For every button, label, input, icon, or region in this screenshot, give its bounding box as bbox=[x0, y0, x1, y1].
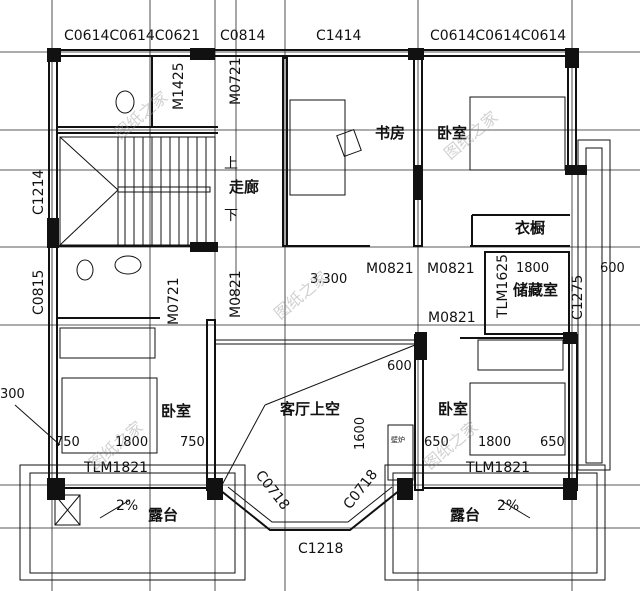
wardrobe-icon bbox=[477, 339, 564, 371]
window-label: C1275 bbox=[570, 275, 586, 320]
dimension-label: 650 bbox=[540, 435, 565, 450]
room-labels: 走廊 上 下 书房 卧室 衣橱 储藏室 卧室 客厅上空 卧室 壁炉 露台 露台 … bbox=[116, 124, 558, 524]
room-label-wardrobe: 衣橱 bbox=[515, 219, 545, 237]
window-label: C1414 bbox=[316, 28, 361, 44]
room-label-corridor: 走廊 bbox=[229, 178, 259, 196]
dimension-label: 600 bbox=[600, 261, 625, 276]
bay-window-inner bbox=[227, 486, 393, 523]
toilet-icon bbox=[115, 90, 135, 114]
dimension-label: 1800 bbox=[115, 435, 148, 450]
stair-down-label: 下 bbox=[224, 208, 238, 224]
room-label-terrace: 露台 bbox=[450, 506, 480, 524]
wardrobe-icon bbox=[59, 327, 156, 359]
dimension-labels: 3.300 1800 600 600 1600 300 750 1800 750… bbox=[0, 261, 625, 450]
window-label: C0614C0614C0614 bbox=[430, 28, 566, 44]
fireplace-icon bbox=[387, 424, 414, 481]
dimension-label: 1600 bbox=[353, 417, 368, 450]
dimension-label: 1800 bbox=[516, 261, 549, 276]
stair-up-label: 上 bbox=[224, 156, 238, 172]
window-label: C0815 bbox=[31, 270, 47, 315]
dimension-label: 750 bbox=[55, 435, 80, 450]
fireplace-label: 壁炉 bbox=[391, 435, 405, 444]
door-label: M0821 bbox=[366, 261, 414, 277]
elevation-label: 3.300 bbox=[310, 272, 347, 287]
door-label: TLM1625 bbox=[495, 254, 511, 319]
room-label-bedroom: 卧室 bbox=[437, 124, 467, 142]
dimension-label: 600 bbox=[387, 359, 412, 374]
room-label-terrace: 露台 bbox=[148, 506, 178, 524]
window-label: C0718 bbox=[252, 468, 293, 514]
terrace-left bbox=[19, 464, 246, 581]
room-label-living-void: 客厅上空 bbox=[279, 400, 340, 418]
staircase bbox=[59, 136, 216, 246]
door-label: TLM1821 bbox=[83, 460, 148, 476]
window-label: C1214 bbox=[31, 170, 47, 215]
room-label-storage: 储藏室 bbox=[513, 281, 558, 299]
dimension-label: 750 bbox=[180, 435, 205, 450]
bed-icon bbox=[469, 382, 566, 456]
room-label-bedroom: 卧室 bbox=[438, 400, 468, 418]
dimension-label: 300 bbox=[0, 387, 25, 402]
door-label: M0821 bbox=[427, 261, 475, 277]
watermark: 图纸之家 bbox=[110, 87, 171, 143]
dimension-label: 650 bbox=[424, 435, 449, 450]
furniture bbox=[59, 90, 566, 481]
door-label: M0821 bbox=[428, 310, 476, 326]
window-label: C0614C0614C0621 bbox=[64, 28, 200, 44]
side-balcony-right bbox=[577, 139, 611, 471]
room-label-study: 书房 bbox=[375, 124, 405, 142]
window-label: C1218 bbox=[298, 541, 343, 557]
bed-icon bbox=[61, 377, 158, 454]
window-label: C0814 bbox=[220, 28, 265, 44]
door-label: TLM1821 bbox=[465, 460, 530, 476]
chair-icon bbox=[336, 128, 362, 158]
sink-icon bbox=[114, 255, 142, 275]
toilet-icon bbox=[76, 259, 94, 281]
room-label-bedroom: 卧室 bbox=[161, 402, 191, 420]
bay-window bbox=[219, 489, 401, 531]
door-label: M0721 bbox=[166, 277, 182, 325]
door-label: M1425 bbox=[171, 62, 187, 110]
window-label: C0718 bbox=[341, 467, 382, 513]
door-label: M0821 bbox=[228, 270, 244, 318]
watermark: 图纸之家 bbox=[270, 267, 331, 323]
slope-label: 2% bbox=[116, 498, 138, 514]
slope-label: 2% bbox=[497, 498, 519, 514]
door-labels: M1425 M0721 M0721 M0821 M0821 M0821 M082… bbox=[83, 57, 586, 476]
dimension-label: 1800 bbox=[478, 435, 511, 450]
desk-icon bbox=[289, 99, 346, 196]
door-label: M0721 bbox=[228, 57, 244, 105]
terrace-right bbox=[384, 464, 606, 581]
bed-icon bbox=[469, 96, 566, 171]
